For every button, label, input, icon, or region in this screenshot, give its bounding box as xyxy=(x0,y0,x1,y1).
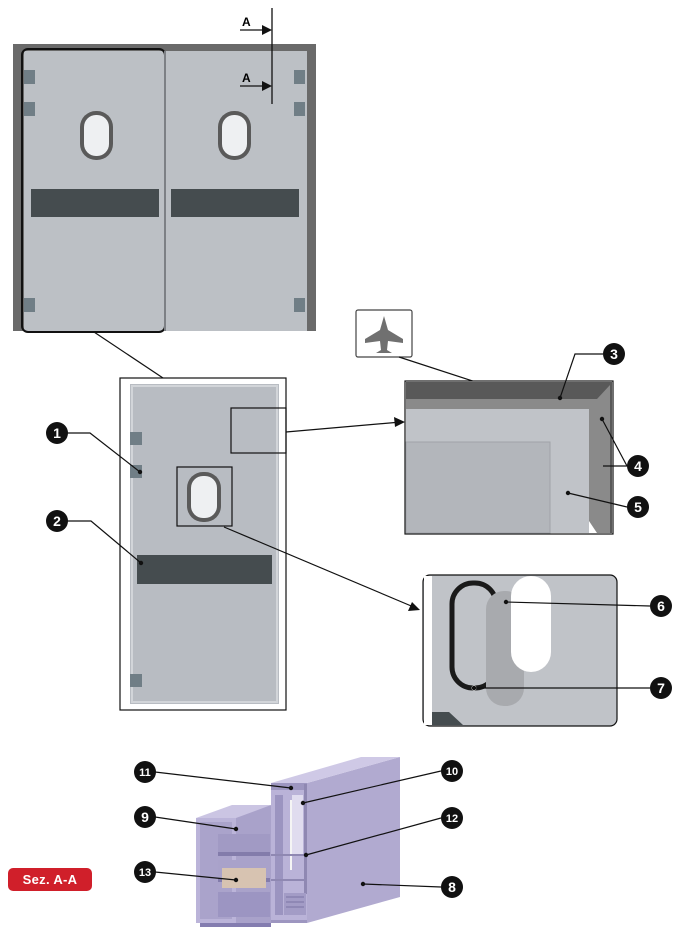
connector-line xyxy=(285,421,402,433)
corner-detail-box xyxy=(230,407,287,454)
callout-13: 13 xyxy=(134,861,239,883)
callout-7: 7 xyxy=(471,677,672,699)
callout-4: 4 xyxy=(599,416,649,477)
corner-detail-view xyxy=(404,380,614,535)
callout-5: 5 xyxy=(565,490,649,518)
callout-number: 13 xyxy=(139,867,151,879)
section-badge: Sez. A-A xyxy=(8,868,92,891)
section-label-a: A xyxy=(242,71,251,85)
airplane-icon xyxy=(355,309,413,358)
callout-9: 9 xyxy=(134,806,239,832)
callout-number: 6 xyxy=(657,598,665,614)
callout-number: 12 xyxy=(446,813,458,825)
hinge xyxy=(294,102,305,116)
window-glass xyxy=(511,576,551,672)
section-marker: A A xyxy=(240,8,273,104)
callout-number: 8 xyxy=(448,879,456,895)
bumper-band xyxy=(31,189,159,217)
hinge xyxy=(24,70,35,84)
window-detail-view xyxy=(422,574,618,727)
callout-3: 3 xyxy=(557,343,625,401)
hinge xyxy=(130,674,142,687)
profile-insert xyxy=(222,868,266,888)
hinge xyxy=(24,102,35,116)
callout-number: 9 xyxy=(141,809,149,825)
profile-section-view xyxy=(196,757,400,927)
connector-line xyxy=(223,526,417,609)
callout-number: 10 xyxy=(446,766,458,778)
callout-number: 2 xyxy=(53,513,61,529)
callout-1: 1 xyxy=(46,422,143,475)
callout-2: 2 xyxy=(46,510,144,566)
callout-number: 1 xyxy=(53,425,61,441)
callout-number: 5 xyxy=(634,499,642,515)
hinge xyxy=(294,70,305,84)
callout-6: 6 xyxy=(503,595,672,617)
bumper-band xyxy=(137,555,272,584)
frame-profile xyxy=(406,382,612,399)
double-door-view: A A xyxy=(13,8,316,333)
callout-8: 8 xyxy=(360,876,463,898)
callout-10: 10 xyxy=(300,760,463,806)
callout-number: 11 xyxy=(139,767,151,779)
callout-number: 4 xyxy=(634,458,642,474)
section-label-a: A xyxy=(242,15,251,29)
hinge xyxy=(130,432,142,445)
callout-number: 3 xyxy=(610,346,618,362)
bumper-band xyxy=(171,189,299,217)
callout-number: 7 xyxy=(657,680,665,696)
single-door-view xyxy=(119,377,287,711)
profile-side-face xyxy=(307,757,400,923)
hinge xyxy=(130,465,142,478)
callout-12: 12 xyxy=(303,807,463,858)
hinge xyxy=(294,298,305,312)
window-detail-box xyxy=(176,466,233,527)
door-panel xyxy=(130,384,279,704)
hinge xyxy=(24,298,35,312)
callout-11: 11 xyxy=(134,761,294,791)
